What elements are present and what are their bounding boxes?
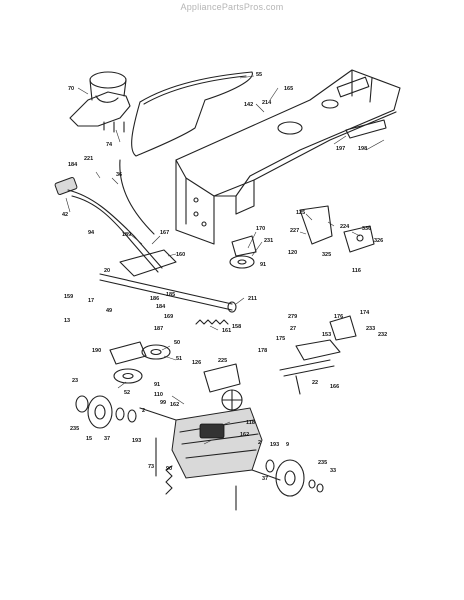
callout-161: 161: [222, 328, 231, 334]
callout-49: 49: [106, 308, 112, 314]
pulleys-mid: [109, 341, 171, 384]
callout-325: 325: [322, 252, 331, 258]
callout-142: 142: [244, 102, 253, 108]
callout-221: 221: [84, 156, 93, 162]
callout-118: 118: [246, 420, 255, 426]
callout-170: 170: [256, 226, 265, 232]
callout-162-upper: 162: [170, 402, 179, 408]
callout-17: 17: [88, 298, 94, 304]
drive-belt: [131, 71, 253, 157]
callout-22: 22: [312, 380, 318, 386]
callout-labels: 70 55 165 214 142 74 197 198 221 184 36 …: [62, 72, 387, 482]
callout-184-lower: 184: [156, 304, 166, 310]
callout-232: 232: [378, 332, 387, 338]
callout-224: 224: [340, 224, 350, 230]
callout-187: 187: [154, 326, 163, 332]
callout-159: 159: [64, 294, 73, 300]
callout-235-left: 235: [70, 426, 79, 432]
callout-336: 336: [362, 226, 371, 232]
bolts-74: [103, 121, 125, 133]
callout-279: 279: [288, 314, 297, 320]
callout-2-upper: 2: [142, 408, 145, 414]
callout-160: 160: [176, 252, 185, 258]
callout-198: 198: [358, 146, 367, 152]
callout-20: 20: [104, 268, 110, 274]
callout-169: 169: [164, 314, 173, 320]
callout-36: 36: [116, 172, 122, 178]
callout-91-lower: 91: [154, 382, 160, 388]
callout-178: 178: [258, 348, 267, 354]
seat-pan-part: [69, 71, 131, 127]
callout-70: 70: [68, 86, 74, 92]
callout-197: 197: [336, 146, 345, 152]
callout-50: 50: [174, 340, 180, 346]
callout-37-right: 37: [262, 476, 268, 482]
callout-91-upper: 91: [260, 262, 266, 268]
left-hub-parts: [75, 395, 137, 429]
callout-193-upper: 193: [132, 438, 141, 444]
callout-193-lower: 193: [270, 442, 279, 448]
callout-74: 74: [106, 142, 113, 148]
callout-13: 13: [64, 318, 70, 324]
callout-225: 225: [218, 358, 227, 364]
callout-231: 231: [264, 238, 273, 244]
callout-33: 33: [330, 468, 336, 474]
callout-125: 125: [296, 210, 305, 216]
callout-153: 153: [322, 332, 331, 338]
callout-211: 211: [248, 296, 257, 302]
callout-99: 99: [160, 400, 166, 406]
callout-116: 116: [352, 268, 361, 274]
callout-227: 227: [290, 228, 299, 234]
callout-185: 185: [166, 292, 175, 298]
shift-rod-parts: [155, 437, 237, 511]
frame-part: [175, 69, 401, 245]
right-hub-parts: [265, 459, 324, 497]
callout-235-right: 235: [318, 460, 327, 466]
callout-9: 9: [286, 442, 289, 448]
callout-120: 120: [288, 250, 297, 256]
callout-214: 214: [262, 100, 272, 106]
callout-90: 90: [166, 466, 172, 472]
callout-55: 55: [256, 72, 262, 78]
callout-15: 15: [86, 436, 92, 442]
callout-174: 174: [360, 310, 370, 316]
callout-94: 94: [88, 230, 95, 236]
callout-326: 326: [374, 238, 383, 244]
callout-37-left: 37: [104, 436, 110, 442]
callout-27: 27: [290, 326, 296, 332]
callout-23: 23: [72, 378, 78, 384]
callout-42: 42: [62, 212, 68, 218]
callout-126: 126: [192, 360, 201, 366]
callout-51: 51: [176, 356, 182, 362]
callout-162-lower: 162: [240, 432, 249, 438]
bracket-group-right: [299, 205, 375, 253]
bracket-225: [203, 363, 241, 393]
callout-233: 233: [366, 326, 375, 332]
leader-lines: [65, 75, 385, 445]
callout-184: 184: [68, 162, 78, 168]
callout-110: 110: [154, 392, 163, 398]
spring-161: [195, 319, 229, 325]
bracket-197: [345, 119, 387, 139]
callout-190: 190: [92, 348, 101, 354]
callout-176: 176: [334, 314, 343, 320]
callout-167: 167: [160, 230, 169, 236]
belt-inner: [143, 75, 247, 105]
cross-shaft: [99, 249, 237, 313]
watermark-text: AppliancePartsPros.com: [180, 2, 284, 12]
callout-166: 166: [330, 384, 339, 390]
callout-189: 189: [122, 232, 131, 238]
callout-175: 175: [276, 336, 285, 342]
callout-73: 73: [148, 464, 154, 470]
brake-pedal-assembly: [54, 159, 163, 273]
callout-165: 165: [284, 86, 293, 92]
callout-186: 186: [150, 296, 159, 302]
callout-2-lower: 2: [258, 440, 261, 446]
callout-158: 158: [232, 324, 241, 330]
idler-pulley-upper: [229, 235, 257, 269]
callout-52: 52: [124, 390, 130, 396]
pedal-linkage-right: [279, 315, 357, 395]
transaxle-part: [139, 389, 281, 481]
